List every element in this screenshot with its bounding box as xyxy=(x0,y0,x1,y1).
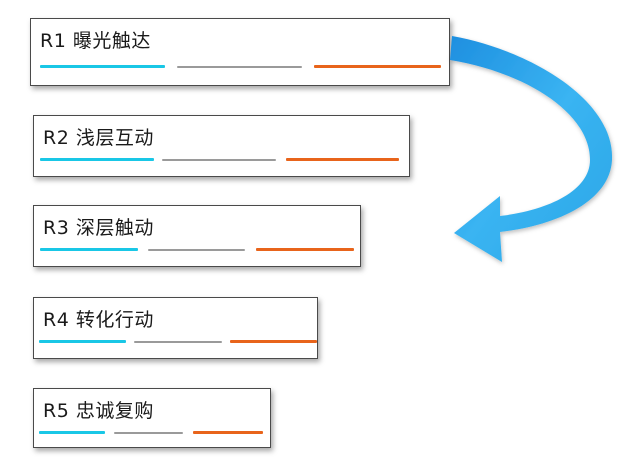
progress-line-orange xyxy=(256,248,354,251)
progress-line-gray xyxy=(134,341,222,343)
progress-line-orange xyxy=(193,431,263,434)
curved-arrow-icon xyxy=(450,36,613,262)
progress-line-cyan xyxy=(40,248,138,251)
step-label: R3 深层触动 xyxy=(43,217,154,239)
progress-line-gray xyxy=(162,159,276,161)
progress-line-cyan xyxy=(40,158,154,161)
step-label: R2 浅层互动 xyxy=(43,127,154,149)
step-label: R1 曝光触达 xyxy=(40,30,151,52)
step-box-r2: R2 浅层互动 xyxy=(33,115,410,177)
step-box-r5: R5 忠诚复购 xyxy=(33,388,271,448)
progress-line-cyan xyxy=(39,431,105,434)
step-label: R4 转化行动 xyxy=(43,309,154,331)
progress-line-gray xyxy=(114,432,183,434)
progress-line-orange xyxy=(286,158,399,161)
progress-line-orange xyxy=(314,65,441,68)
progress-line-orange xyxy=(230,340,317,343)
step-box-r3: R3 深层触动 xyxy=(33,205,361,267)
progress-line-gray xyxy=(148,249,245,251)
progress-line-gray xyxy=(177,66,302,68)
step-label: R5 忠诚复购 xyxy=(43,400,154,422)
step-box-r4: R4 转化行动 xyxy=(33,297,318,359)
progress-line-cyan xyxy=(39,340,126,343)
step-box-r1: R1 曝光触达 xyxy=(30,18,450,86)
progress-line-cyan xyxy=(40,65,165,68)
